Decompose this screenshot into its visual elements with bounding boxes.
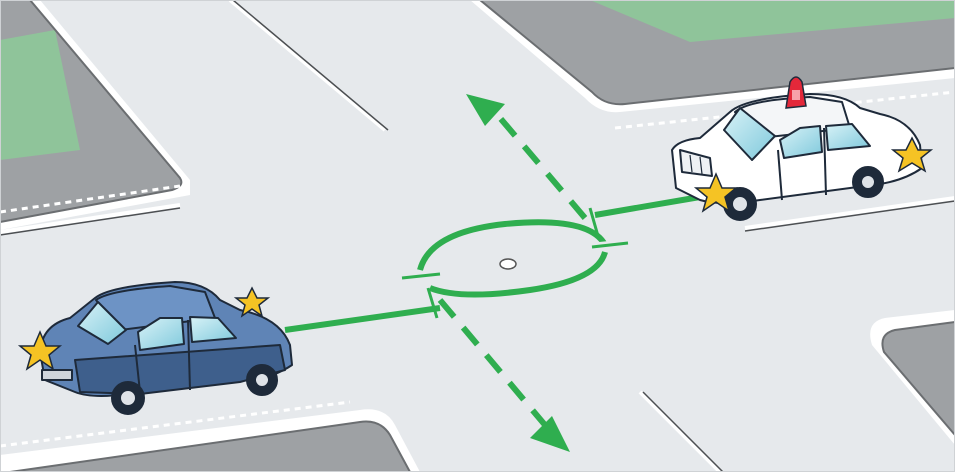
blue-sedan-icon bbox=[39, 281, 293, 415]
path-crossing-ticks bbox=[401, 207, 629, 319]
sidewalk-top-right bbox=[470, 0, 955, 113]
sidewalk-top-left bbox=[0, 0, 190, 230]
path-crossing-gaps bbox=[401, 239, 629, 278]
police-car-icon bbox=[671, 93, 923, 221]
police-beacon-icon bbox=[785, 76, 807, 109]
intersection-center-icon bbox=[499, 258, 517, 270]
vehicle-path-lines bbox=[284, 194, 701, 333]
blue-car-front-signal-star-icon bbox=[17, 330, 63, 371]
blue-car-rear-signal-star-icon bbox=[233, 286, 271, 318]
sidewalk-bottom-right bbox=[870, 310, 955, 445]
police-car-rear-signal-star-icon bbox=[890, 136, 934, 173]
dashed-direction-arrow-up bbox=[466, 94, 588, 220]
police-car-front-signal-star-icon bbox=[693, 172, 739, 213]
sidewalk-bottom-left bbox=[0, 409, 420, 472]
dashed-direction-arrow-down bbox=[437, 298, 570, 452]
